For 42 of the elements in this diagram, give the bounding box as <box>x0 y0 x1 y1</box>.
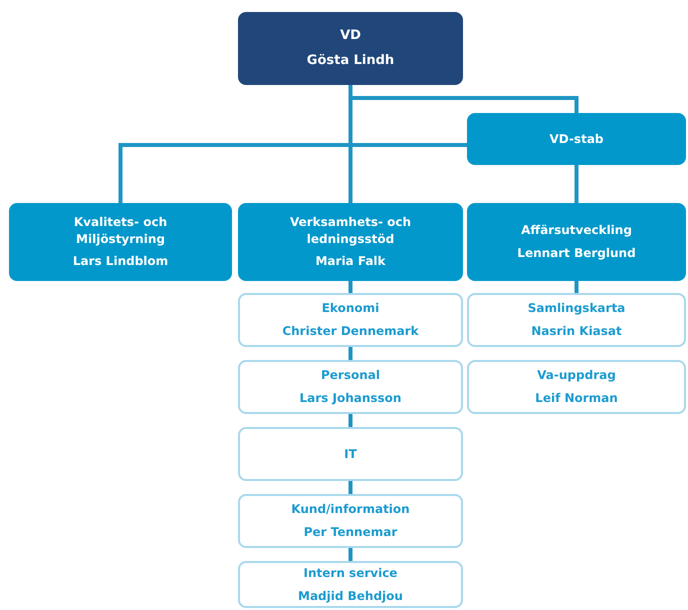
department-box <box>467 203 686 281</box>
person-name: Gösta Lindh <box>306 52 394 70</box>
unit-title: IT <box>344 446 357 462</box>
person-name: Per Tennemar <box>304 524 398 541</box>
connector-line <box>118 143 467 203</box>
unit-box <box>238 427 463 481</box>
unit-title: Kund/information <box>291 501 410 518</box>
unit-title: Affärsutveckling <box>521 222 632 239</box>
person-name: Lennart Berglund <box>517 245 636 262</box>
person-name: Madjid Behdjou <box>298 588 403 604</box>
unit-title: VD-stab <box>549 130 604 148</box>
person-name: Maria Falk <box>315 253 386 270</box>
department-box <box>467 113 686 165</box>
connector-line <box>348 281 352 293</box>
unit-title: Verksamhets- och ledningsstöd <box>288 214 412 248</box>
unit-title: Samlingskarta <box>528 300 626 317</box>
person-name: Christer Dennemark <box>282 323 419 340</box>
unit-box <box>238 561 463 608</box>
connector-line <box>574 281 578 293</box>
unit-box <box>467 293 686 347</box>
unit-box <box>238 494 463 548</box>
department-box <box>9 203 232 281</box>
person-name: Lars Lindblom <box>72 253 168 270</box>
connector-line <box>348 481 352 494</box>
unit-title: VD <box>340 27 361 46</box>
unit-title: Ekonomi <box>322 300 380 317</box>
department-box <box>238 203 463 281</box>
person-name: Nasrin Kiasat <box>531 323 622 340</box>
connector-line <box>574 165 578 203</box>
person-name: Leif Norman <box>535 390 618 407</box>
unit-title: Personal <box>321 367 380 384</box>
connector-line <box>348 548 352 561</box>
unit-title: Kvalitets- och Miljöstyrning <box>72 214 168 248</box>
executive-box <box>238 12 463 85</box>
unit-box <box>467 360 686 414</box>
connector-line <box>348 414 352 427</box>
person-name: Lars Johansson <box>300 390 402 407</box>
unit-title: Intern service <box>304 564 398 582</box>
connector-line <box>348 347 352 360</box>
unit-title: Va-uppdrag <box>537 367 616 384</box>
unit-box <box>238 293 463 347</box>
unit-box <box>238 360 463 414</box>
